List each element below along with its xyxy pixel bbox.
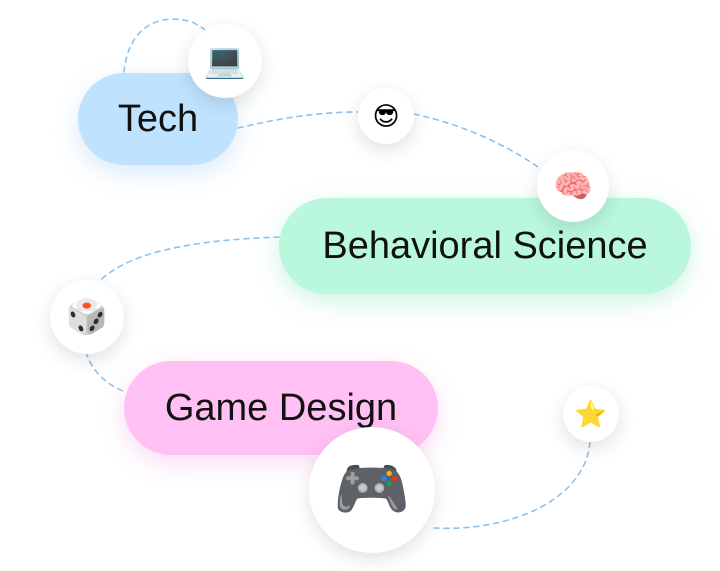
connector-behav-to-dice — [91, 236, 280, 291]
connector-cool-to-brain — [413, 113, 546, 173]
connector-tech-to-cool — [237, 111, 359, 129]
node-behavioral-science[interactable]: Behavioral Science — [279, 198, 691, 294]
node-game-design-label: Game Design — [164, 386, 398, 429]
node-tech[interactable]: Tech — [78, 73, 238, 165]
star-icon: ⭐ — [563, 386, 619, 442]
connector-dice-to-game — [85, 351, 127, 393]
laptop-icon: 💻 — [188, 24, 262, 98]
brain-icon: 🧠 — [537, 150, 609, 222]
game-die-icon: 🎲 — [50, 280, 124, 354]
smiling-face-with-sunglasses-icon: 😎 — [358, 88, 414, 144]
gamepad-icon: 🎮 — [309, 427, 435, 553]
connector-gamepad-to-star — [433, 441, 591, 530]
node-tech-label: Tech — [117, 97, 199, 140]
node-behavioral-science-label: Behavioral Science — [322, 224, 648, 267]
